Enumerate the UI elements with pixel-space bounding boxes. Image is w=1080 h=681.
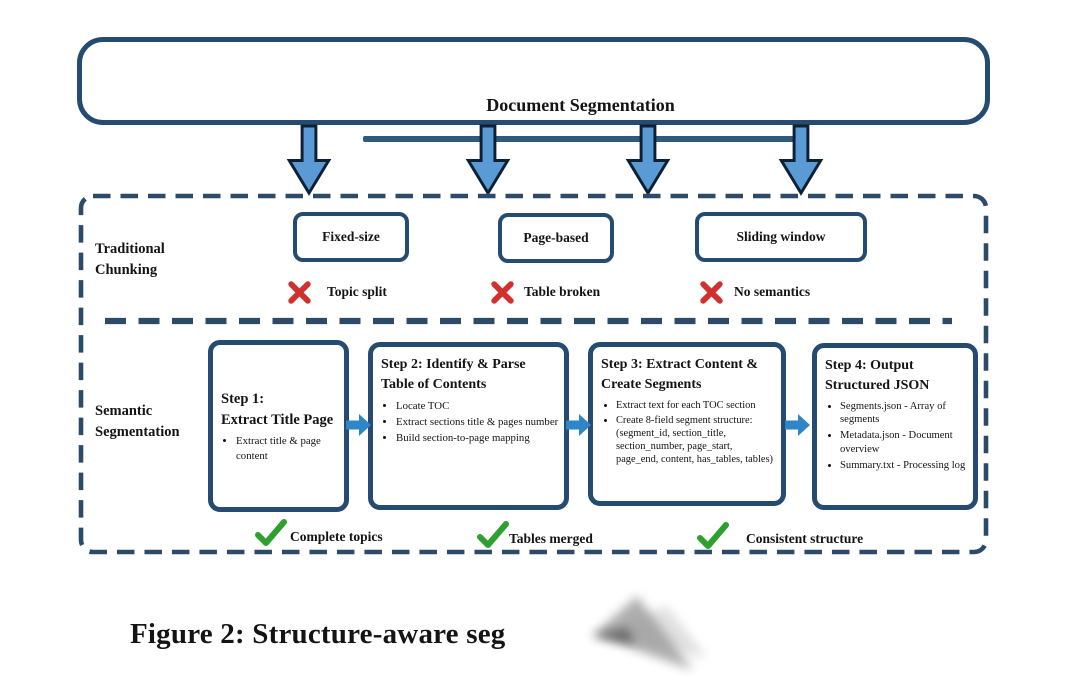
method-box-fixed-size: Fixed-size — [293, 212, 409, 262]
right-arrow-icon — [346, 414, 371, 436]
step-bullet: Locate TOC — [396, 399, 559, 413]
title-underline — [363, 136, 799, 142]
down-arrow-icon — [286, 124, 332, 196]
issue-label: Topic split — [327, 284, 387, 299]
step-bullet: Build section-to-page mapping — [396, 431, 559, 445]
right-arrow-icon — [785, 414, 810, 436]
down-arrow-icon — [778, 124, 824, 196]
figure-caption: Figure 2: Structure-aware seg — [130, 618, 506, 650]
traditional-chunking-label: Traditional Chunking — [95, 239, 165, 281]
benefit-label: Tables merged — [509, 531, 593, 546]
step-title: Step 3: Extract Content & Create Segment… — [601, 355, 776, 396]
semantic-label-line2: Segmentation — [95, 424, 180, 440]
step-title-line1: Step 1: — [221, 391, 265, 408]
red-x-icon — [700, 281, 723, 304]
down-arrow-icon — [465, 124, 511, 196]
step-title-line2: Extract Title Page — [221, 412, 334, 429]
step-title-line2: Structured JSON — [825, 378, 930, 394]
method-box-page-based: Page-based — [498, 213, 614, 263]
step-title: Step 2: Identify & Parse Table of Conten… — [381, 355, 559, 396]
step-bullet: Extract text for each TOC section — [616, 399, 776, 412]
blur-smudge — [591, 596, 707, 670]
step-title-line2: Create Segments — [601, 377, 702, 393]
step-3-box: Step 3: Extract Content & Create Segment… — [588, 342, 786, 506]
step-bullet: Extract sections title & pages number — [396, 415, 559, 429]
green-check-icon — [477, 521, 509, 548]
step-bullet: Create 8-field segment structure: (segme… — [616, 414, 776, 467]
step-title-line1: Step 3: Extract Content & — [601, 357, 759, 372]
semantic-label-line1: Semantic — [95, 403, 153, 419]
method-label: Page-based — [523, 230, 589, 245]
benefit-label: Complete topics — [290, 529, 383, 544]
step-title-line1: Step 2: Identify & Parse — [381, 357, 526, 372]
method-label: Sliding window — [736, 229, 826, 244]
down-arrow-icon — [625, 124, 671, 196]
step-bullet-list: Extract text for each TOC section Create… — [601, 399, 776, 467]
step-2-box: Step 2: Identify & Parse Table of Conten… — [368, 342, 569, 510]
semantic-segmentation-label: Semantic Segmentation — [95, 401, 180, 443]
right-arrow-icon — [566, 414, 591, 436]
step-title-line2: Table of Contents — [381, 377, 487, 393]
issue-label: Table broken — [524, 284, 601, 299]
step-title: Step 4: Output Structured JSON — [825, 356, 968, 397]
green-check-icon — [255, 519, 287, 546]
traditional-label-line1: Traditional — [95, 241, 165, 257]
step-bullet: Summary.txt - Processing log — [840, 459, 968, 473]
step-bullet: Extract title & page content — [236, 434, 339, 462]
traditional-label-line2: Chunking — [95, 262, 158, 278]
green-check-icon — [697, 522, 729, 549]
step-1-box: Step 1: Extract Title Page Extract title… — [208, 340, 349, 512]
step-bullet: Segments.json - Array of segments — [840, 400, 968, 428]
red-x-icon — [491, 281, 514, 304]
step-bullet-list: Extract title & page content — [221, 434, 339, 464]
step-title-line1: Step 4: Output — [825, 358, 914, 373]
step-bullet-list: Segments.json - Array of segments Metada… — [825, 400, 968, 473]
issue-label: No semantics — [734, 284, 811, 299]
document-segmentation-box: Document Segmentation — [77, 37, 990, 142]
dashed-region-border — [78, 193, 989, 555]
step-4-box: Step 4: Output Structured JSON Segments.… — [812, 343, 978, 510]
red-x-icon — [288, 281, 311, 304]
method-label: Fixed-size — [322, 229, 380, 244]
diagram-title: Document Segmentation — [486, 95, 675, 115]
step-bullet: Metadata.json - Document overview — [840, 429, 968, 457]
method-box-sliding-window: Sliding window — [695, 212, 867, 262]
benefit-label: Consistent structure — [746, 531, 864, 546]
step-bullet-list: Locate TOC Extract sections title & page… — [381, 399, 559, 445]
step-title: Step 1: Extract Title Page — [221, 389, 339, 431]
